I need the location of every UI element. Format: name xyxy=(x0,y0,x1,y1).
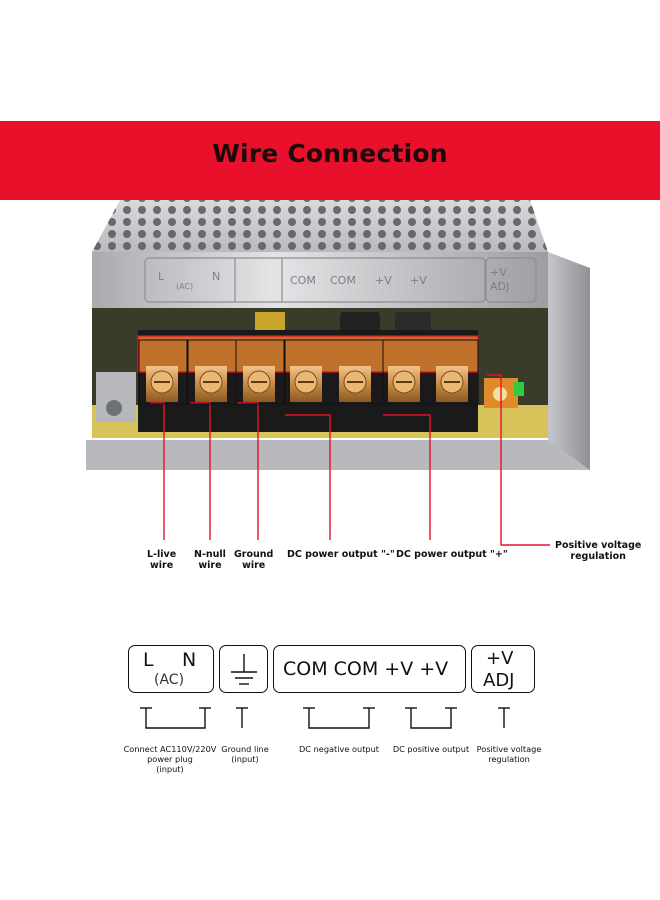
screw-terminal-icon xyxy=(195,366,227,402)
casing-top xyxy=(92,200,548,252)
callout-dc-positive: DC power output "+" xyxy=(396,549,508,560)
callout-ground-wire: Ground wire xyxy=(234,549,274,571)
screw-terminal-icon xyxy=(243,366,275,402)
ground-box xyxy=(219,645,268,693)
schematic-brackets xyxy=(140,707,510,729)
screw-terminal-icon xyxy=(339,366,371,402)
ac-l-label: L xyxy=(143,649,154,671)
casing-side xyxy=(548,252,590,470)
dc-output-box: COM COM +V +V xyxy=(273,645,466,693)
callout-dc-negative: DC power output "-" xyxy=(287,549,395,560)
callout-live-wire: L-live wire xyxy=(147,549,177,571)
ac-label: (AC) xyxy=(154,672,185,688)
screw-terminal-icon xyxy=(146,366,178,402)
adj-box: +V ADJ xyxy=(471,645,535,693)
status-led xyxy=(514,382,524,396)
adj-top-label: +V xyxy=(486,648,514,669)
casing-markings: L (AC) N COM COM +V +V +V ADJ xyxy=(158,266,510,293)
ac-n-label: N xyxy=(182,649,197,671)
ac-input-box: L N (AC) xyxy=(128,645,214,693)
label-dc-positive: DC positive output xyxy=(392,744,470,754)
callout-null-wire: N-null wire xyxy=(194,549,226,571)
label-voltage-regulation: Positive voltage regulation xyxy=(476,744,542,764)
ground-symbol-icon xyxy=(231,654,257,685)
adj-bottom-label: ADJ xyxy=(483,670,515,691)
screw-terminal-icon xyxy=(388,366,420,402)
screw-terminal-icon xyxy=(290,366,322,402)
label-ac-input: Connect AC110V/220V power plug (input) xyxy=(123,744,217,774)
casing-front xyxy=(92,252,548,308)
label-dc-negative: DC negative output xyxy=(298,744,380,754)
label-ground-line: Ground line (input) xyxy=(221,744,269,764)
screw-icon xyxy=(106,400,122,416)
header-banner: Wire Connection xyxy=(0,121,660,200)
terminal-group-boxes xyxy=(138,339,479,405)
casing-base xyxy=(86,440,590,470)
page-title: Wire Connection xyxy=(212,139,448,168)
screw-terminal-icon xyxy=(436,366,468,402)
adjust-screw-icon xyxy=(493,387,507,401)
dc-output-label: COM COM +V +V xyxy=(283,658,449,680)
callout-lines xyxy=(150,374,550,546)
callout-voltage-regulation: Positive voltage regulation xyxy=(555,540,642,562)
